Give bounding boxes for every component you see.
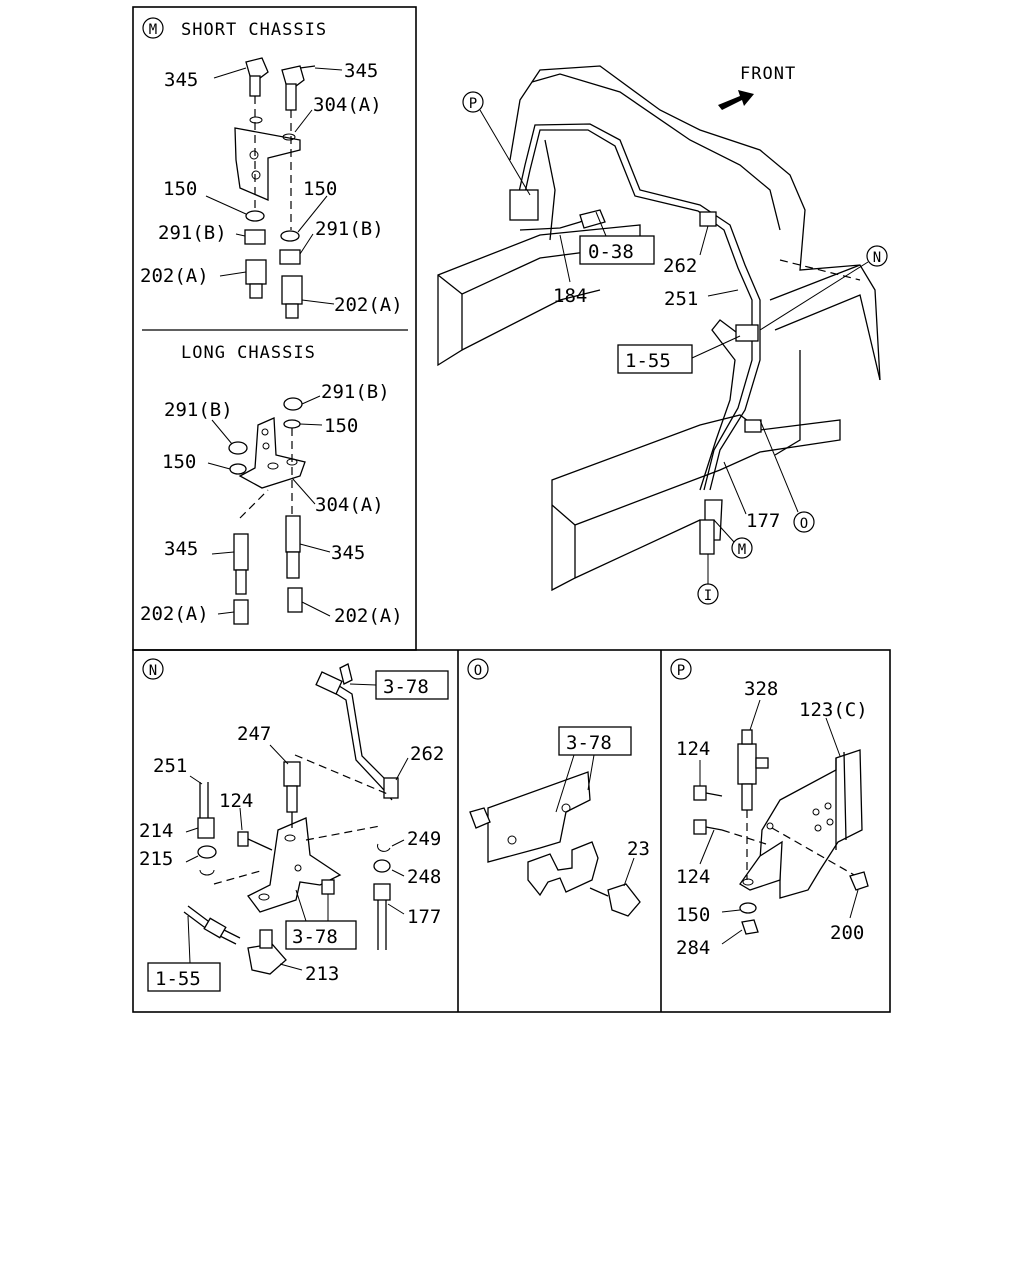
panel-n-marker: N <box>149 663 157 679</box>
label-262: 262 <box>663 255 697 277</box>
panel-p-marker: P <box>677 663 685 679</box>
label-150: 150 <box>324 415 358 437</box>
callout-m: M <box>738 542 746 558</box>
panel-m: M SHORT CHASSIS 345 345 30 <box>140 17 403 627</box>
label-123c: 123(C) <box>799 699 868 721</box>
label-177: 177 <box>746 510 780 532</box>
label-202a: 202(A) <box>334 294 403 316</box>
label-215: 215 <box>139 848 173 870</box>
label-124: 124 <box>676 866 710 888</box>
label-150: 150 <box>162 451 196 473</box>
box-3-78: 3-78 <box>566 732 612 754</box>
label-202a: 202(A) <box>334 605 403 627</box>
label-304a: 304(A) <box>313 94 382 116</box>
label-291b: 291(B) <box>164 399 233 421</box>
label-262: 262 <box>410 743 444 765</box>
label-249: 249 <box>407 828 441 850</box>
label-177: 177 <box>407 906 441 928</box>
label-345: 345 <box>344 60 378 82</box>
callout-p: P <box>469 96 477 112</box>
callout-o: O <box>800 516 808 532</box>
panel-frames <box>132 6 891 1013</box>
label-202a: 202(A) <box>140 265 209 287</box>
callout-n: N <box>873 250 881 266</box>
label-291b: 291(B) <box>321 381 390 403</box>
label-291b: 291(B) <box>315 218 384 240</box>
main-view: FRONT P N O <box>437 64 888 605</box>
box-1-55: 1-55 <box>155 968 201 990</box>
box-3-78: 3-78 <box>292 926 338 948</box>
label-291b: 291(B) <box>158 222 227 244</box>
callout-i: I <box>704 588 712 604</box>
panel-p: P 328 123(C) 124 124 150 <box>670 658 869 959</box>
label-345: 345 <box>331 542 365 564</box>
label-150: 150 <box>163 178 197 200</box>
front-label: FRONT <box>740 64 796 84</box>
long-chassis-title: LONG CHASSIS <box>181 343 316 363</box>
label-328: 328 <box>744 678 778 700</box>
panel-m-marker: M <box>149 22 157 38</box>
label-202a: 202(A) <box>140 603 209 625</box>
label-23: 23 <box>627 838 650 860</box>
label-213: 213 <box>305 963 339 985</box>
label-251: 251 <box>153 755 187 777</box>
box-1-55: 1-55 <box>625 350 671 372</box>
front-arrow-icon <box>718 90 754 110</box>
label-284: 284 <box>676 937 710 959</box>
label-150: 150 <box>676 904 710 926</box>
label-184: 184 <box>553 285 587 307</box>
label-247: 247 <box>237 723 271 745</box>
label-214: 214 <box>139 820 173 842</box>
box-0-38: 0-38 <box>588 241 634 263</box>
label-248: 248 <box>407 866 441 888</box>
panel-o: O 3-78 23 <box>467 658 650 917</box>
label-200: 200 <box>830 922 864 944</box>
label-345: 345 <box>164 69 198 91</box>
label-124: 124 <box>219 790 253 812</box>
label-124: 124 <box>676 738 710 760</box>
label-150: 150 <box>303 178 337 200</box>
panel-o-marker: O <box>474 663 482 679</box>
label-251: 251 <box>664 288 698 310</box>
panel-n: N <box>139 658 449 992</box>
label-345: 345 <box>164 538 198 560</box>
box-3-78: 3-78 <box>383 676 429 698</box>
label-304a: 304(A) <box>315 494 384 516</box>
short-chassis-title: SHORT CHASSIS <box>181 20 327 40</box>
